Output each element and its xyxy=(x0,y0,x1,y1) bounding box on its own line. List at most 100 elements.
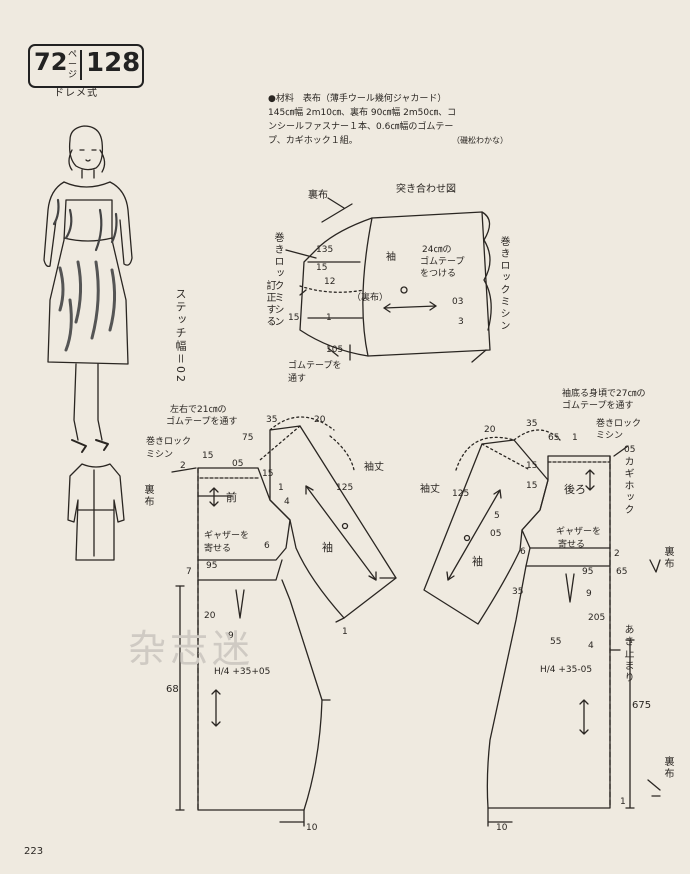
sleeve-lining-mark: （裏布） xyxy=(352,293,389,303)
back-dim-05b: 05 xyxy=(490,529,502,539)
sleeve-elastic-note-1: 24㎝の xyxy=(422,245,452,255)
back-lining: 裏布 xyxy=(662,546,673,570)
front-dim-9: 9 xyxy=(228,631,234,641)
back-dim-35b: 35 xyxy=(512,587,524,597)
sleeve-dim-12: 12 xyxy=(324,277,336,287)
back-dim-2: 2 xyxy=(614,549,620,559)
page-ref: 72 xyxy=(34,48,68,76)
back-dim-35: 35 xyxy=(526,419,538,429)
model-illustration xyxy=(43,125,133,453)
back-dim-1: 1 xyxy=(572,433,578,443)
back-dim-05: 05 xyxy=(624,445,636,455)
sleeve-dim-105: 105 xyxy=(326,345,344,355)
front-dim-05: 05 xyxy=(232,459,244,469)
page-ref-suffix: ページ xyxy=(68,50,78,80)
front-dim-4: 4 xyxy=(284,497,290,507)
front-pattern xyxy=(171,416,397,827)
sleeve-dim-1a: 1 xyxy=(326,313,332,323)
back-pattern xyxy=(423,429,661,827)
pattern-system: ドレメ式 xyxy=(54,88,98,99)
back-serger-2: ミシン xyxy=(596,431,624,441)
back-dim-95: 95 xyxy=(582,567,594,577)
front-dim-68: 68 xyxy=(166,684,179,695)
front-dim-1b: 1 xyxy=(342,627,348,637)
front-serger-2: ミシン xyxy=(146,450,174,460)
back-elastic-note-2: ゴムテープを通す xyxy=(562,401,634,411)
front-gather-1: ギャザーを xyxy=(204,531,250,541)
back-label: 後ろ xyxy=(564,483,586,496)
back-lining-2: 裏布 xyxy=(662,756,673,780)
front-sleeve-length: 袖丈 xyxy=(364,462,384,473)
sleeve-dim-3: 3 xyxy=(458,317,464,327)
sleeve-dim-15b: 15 xyxy=(288,313,300,323)
sleeve-serger-left: 巻きロックミシン xyxy=(272,232,283,328)
back-sleeve-label: 袖 xyxy=(472,555,483,568)
front-dim-20b: 20 xyxy=(204,611,216,621)
front-gather-2: 寄せる xyxy=(204,544,232,554)
front-lining: 裏布 xyxy=(142,484,153,508)
watermark: 杂志迷 xyxy=(128,627,255,671)
front-dim-6: 6 xyxy=(264,541,270,551)
stitch-width-note: ステッチ幅＝02 xyxy=(174,288,187,384)
sleeve-dim-135: 135 xyxy=(316,245,334,255)
sleeve-hem-note: 訂正する xyxy=(264,280,275,328)
sleeve-elastic-bottom-2: 通す xyxy=(288,374,307,384)
sleeve-serger-right: 巻きロックミシン xyxy=(498,236,509,332)
sleeve-lining-label: 裏布 xyxy=(308,190,328,201)
pattern-number-badge: 72 ページ 128 xyxy=(28,44,144,88)
back-dim-15: 15 xyxy=(526,461,538,471)
back-dim-20: 20 xyxy=(484,425,496,435)
front-dim-7: 7 xyxy=(186,567,192,577)
sleeve-joint-diagram xyxy=(285,197,492,363)
front-dim-125: 125 xyxy=(336,483,354,493)
back-dim-125: 125 xyxy=(452,489,470,499)
sleeve-dim-15a: 15 xyxy=(316,263,328,273)
materials-block: ●材料 表布（薄手ウール幾何ジャカード） 145㎝幅 2m10㎝、裏布 90㎝幅… xyxy=(268,92,508,148)
back-dim-6: 6 xyxy=(520,547,526,557)
materials-line-4: プ、カギホック１組。 xyxy=(268,136,358,146)
front-serger: 巻きロック xyxy=(146,437,192,447)
sleeve-elastic-note-2: ゴムテープ xyxy=(420,257,465,267)
back-opening-end: あき止まり xyxy=(622,624,633,684)
materials-line-3: ンシールファスナー１本、0.6㎝幅のゴムテー xyxy=(268,122,454,132)
back-serger: 巻きロック xyxy=(596,419,642,429)
front-dim-1: 1 xyxy=(278,483,284,493)
materials-line-2: 145㎝幅 2m10㎝、裏布 90㎝幅 2m50㎝、コ xyxy=(268,108,457,118)
front-dim-75: 75 xyxy=(242,433,254,443)
sleeve-elastic-note-3: をつける xyxy=(420,269,457,279)
back-dim-65b: 65 xyxy=(616,567,628,577)
sleeve-label: 袖 xyxy=(386,252,396,263)
back-dim-5: 5 xyxy=(494,511,500,521)
designer-credit: （磯松わかな） xyxy=(452,136,508,145)
sleeve-elastic-bottom-1: ゴムテープを xyxy=(288,361,342,371)
back-dim-55: 55 xyxy=(550,637,562,647)
back-hook: カギホック xyxy=(622,456,633,516)
back-dim-675: 675 xyxy=(632,700,652,711)
front-elastic-note-2: ゴムテープを通す xyxy=(166,417,238,427)
front-dim-2: 2 xyxy=(180,461,186,471)
front-sleeve-label: 袖 xyxy=(322,541,333,554)
back-sleeve-length: 袖丈 xyxy=(420,484,440,495)
back-dim-1b: 1 xyxy=(620,797,626,807)
front-elastic-note-1: 左右で21㎝の xyxy=(170,405,227,415)
front-dim-10: 10 xyxy=(306,823,318,833)
back-dart-formula: H/4 +35-05 xyxy=(540,665,593,675)
sleeve-dim-03: 03 xyxy=(452,297,464,307)
back-dim-205: 205 xyxy=(588,613,606,623)
back-dim-9: 9 xyxy=(586,589,592,599)
back-dim-4: 4 xyxy=(588,641,594,651)
front-dim-95: 95 xyxy=(206,561,218,571)
front-dim-15b: 15 xyxy=(262,469,274,479)
front-dim-20: 20 xyxy=(314,415,326,425)
front-dim-15: 15 xyxy=(202,451,214,461)
back-gather-1: ギャザーを xyxy=(556,527,602,537)
back-dim-65: 65 xyxy=(548,433,560,443)
front-label: 前 xyxy=(226,491,237,504)
back-elastic-note-1: 袖底る身頃で27㎝の xyxy=(562,389,646,399)
front-dart-formula: H/4 +35+05 xyxy=(214,667,271,677)
materials-line-1: ●材料 表布（薄手ウール幾何ジャカード） xyxy=(268,94,447,104)
back-gather-2: 寄せる xyxy=(558,540,586,550)
back-dim-10: 10 xyxy=(496,823,508,833)
sleeve-diagram-title: 突き合わせ図 xyxy=(396,184,456,195)
